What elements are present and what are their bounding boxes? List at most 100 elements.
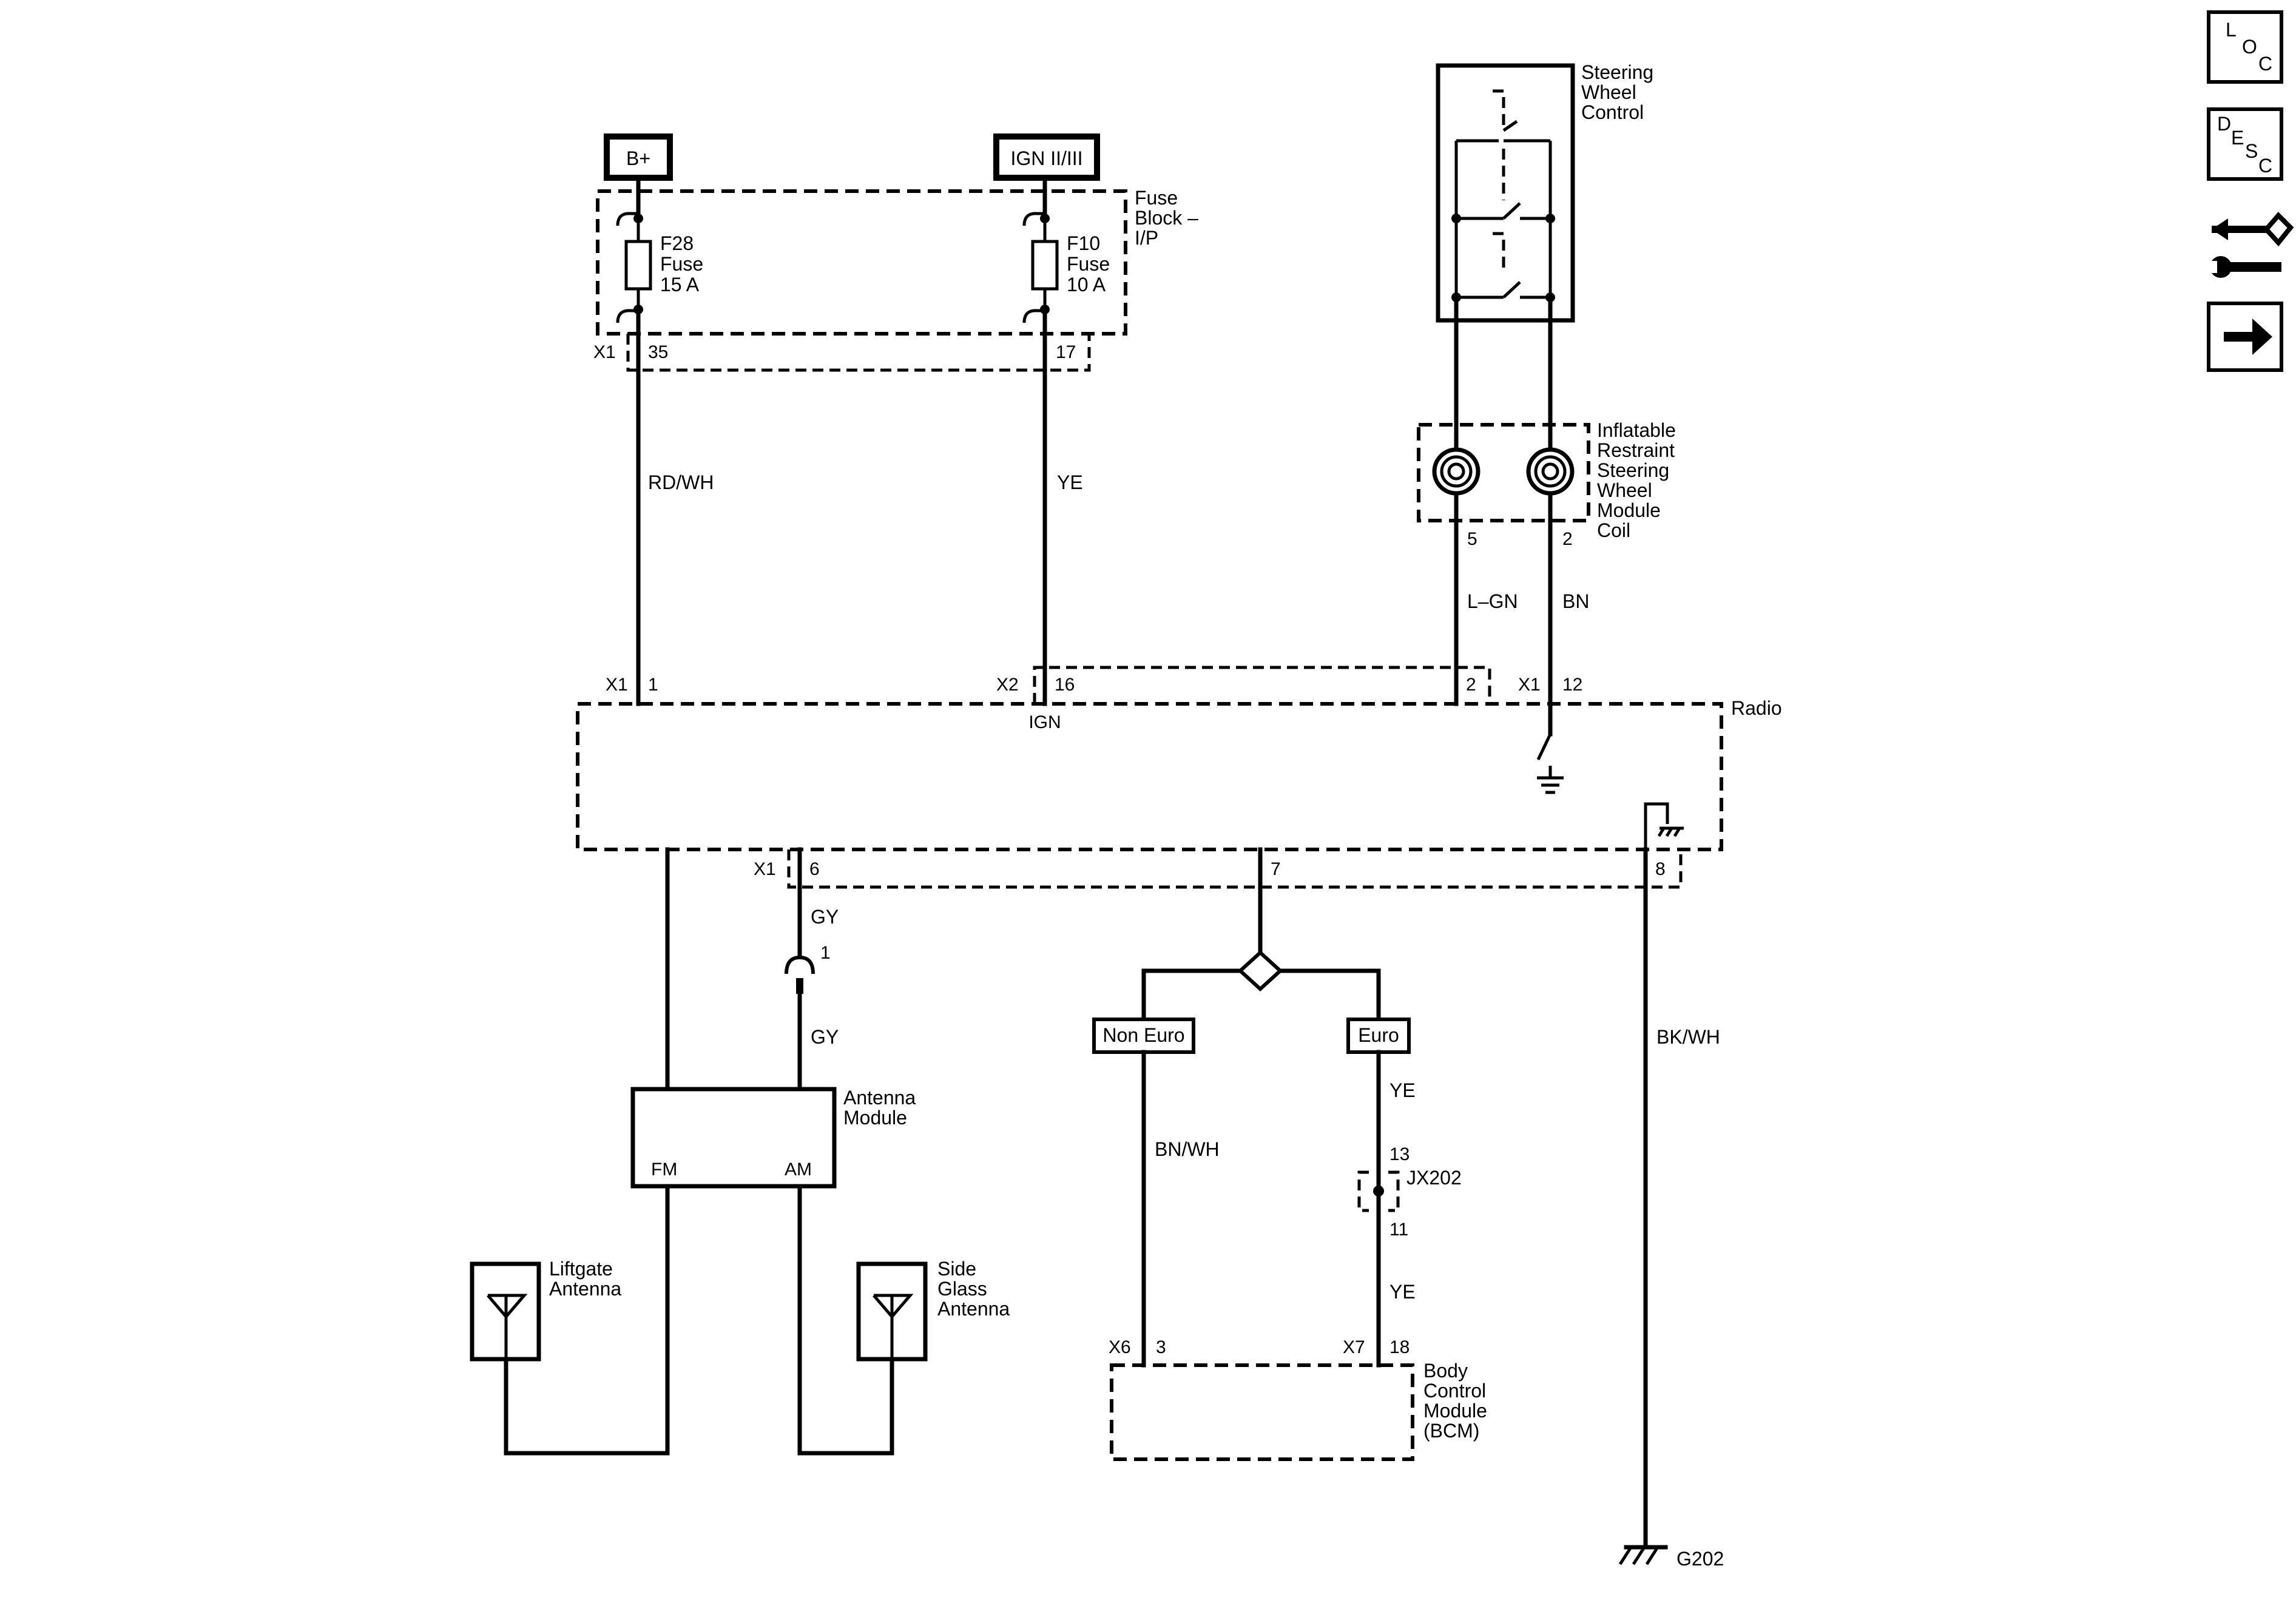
radio-ign-label: IGN (1028, 712, 1061, 732)
wire-label-bn: BN (1562, 590, 1589, 612)
antenna-module: Antenna Module FM AM (630, 1087, 916, 1189)
b-plus-source: B+ (604, 133, 673, 181)
ground-name: G202 (1676, 1548, 1724, 1570)
bcm-name-4: (BCM) (1423, 1420, 1479, 1442)
fuse-block-connector: X1 (593, 342, 616, 362)
sir-name-5: Module (1597, 499, 1661, 521)
swc-name-2: Wheel (1581, 81, 1636, 103)
radio-pin-x1-conn: X1 (606, 675, 628, 695)
loc-button[interactable]: L O C (2207, 10, 2283, 84)
wire-label-gy-top: GY (811, 906, 839, 928)
radio-pin-7: 7 (1271, 859, 1281, 879)
wire-label-rd-wh: RD/WH (648, 471, 714, 493)
sir-name-1: Inflatable (1597, 419, 1676, 441)
side-glass-antenna-name-3: Antenna (937, 1298, 1010, 1320)
radio-bottom-conn: X1 (754, 859, 776, 879)
loc-letter-c: C (2258, 53, 2272, 75)
f28-pin: 35 (648, 342, 668, 362)
option-euro: Euro (1346, 1018, 1411, 1054)
fuse-f28: F28 Fuse 15 A 35 (616, 175, 703, 706)
bcm-name-3: Module (1423, 1400, 1487, 1422)
antenna-module-name-1: Antenna (843, 1087, 916, 1109)
radio-pin-8: 8 (1655, 859, 1666, 879)
swc-name-1: Steering (1581, 61, 1653, 83)
bcm-x6-conn: X6 (1109, 1337, 1131, 1357)
radio-pin-x1-conn-2: X1 (1518, 675, 1541, 695)
loc-letter-l: L (2226, 19, 2237, 41)
side-glass-antenna: Side Glass Antenna (797, 1184, 1010, 1456)
option-non-euro: Non Euro (1092, 1018, 1195, 1054)
inline-connector-pin: 1 (820, 943, 831, 963)
wire-label-ye-euro-top: YE (1389, 1079, 1416, 1101)
fuse-block-name-3: I/P (1135, 227, 1158, 249)
fuse-block-name-2: Block – (1135, 207, 1198, 229)
liftgate-antenna: Liftgate Antenna (470, 1184, 670, 1456)
radio-pin-6: 6 (809, 859, 820, 879)
fuse-f10: F10 Fuse 10 A 17 (1022, 175, 1110, 706)
sir-coil: Inflatable Restraint Steering Wheel Modu… (1417, 419, 1676, 706)
wire-label-l-gn: L–GN (1467, 590, 1518, 612)
loc-letter-o: O (2242, 36, 2257, 58)
option-diamond (1237, 950, 1283, 992)
desc-letter-c: C (2258, 155, 2272, 177)
sir-pin-2: 2 (1562, 529, 1573, 549)
sir-name-2: Restraint (1597, 439, 1675, 461)
sir-pin-5: 5 (1467, 529, 1477, 549)
radio-pin-16: 16 (1055, 675, 1075, 695)
bcm-name-1: Body (1423, 1360, 1468, 1382)
antenna-module-am: AM (785, 1160, 812, 1180)
next-arrow-icon[interactable] (2207, 302, 2283, 372)
f10-type: Fuse (1067, 253, 1110, 275)
side-glass-antenna-name-2: Glass (937, 1278, 987, 1300)
sir-name-6: Coil (1597, 519, 1630, 541)
bcm-pin-18: 18 (1389, 1337, 1410, 1357)
ground-g202: G202 (1618, 1545, 1724, 1570)
bcm: X6 3 X7 18 Body Control Module (BCM) (1109, 1337, 1487, 1461)
f10-pin: 17 (1056, 342, 1076, 362)
desc-button[interactable]: D E S C (2207, 107, 2283, 181)
radio-name: Radio (1731, 697, 1782, 719)
b-plus-label: B+ (626, 147, 650, 169)
radio-pin-2: 2 (1466, 675, 1476, 695)
splice-jx202: 13 JX202 11 (1357, 1144, 1462, 1240)
splice-pin-13: 13 (1389, 1144, 1410, 1164)
bcm-pin-3: 3 (1156, 1337, 1166, 1357)
bcm-name-2: Control (1423, 1380, 1486, 1402)
f28-name: F28 (660, 232, 694, 254)
f28-type: Fuse (660, 253, 703, 275)
radio: Radio IGN X1 1 X2 16 2 X1 12 X1 6 7 8 (576, 666, 1782, 889)
desc-letter-s: S (2245, 140, 2258, 162)
connector-repair-icon[interactable] (2209, 212, 2294, 278)
swc-name-3: Control (1581, 101, 1644, 123)
splice-pin-11: 11 (1389, 1220, 1408, 1240)
fuse-block-name-1: Fuse (1135, 187, 1178, 209)
ign-label: IGN II/III (1010, 147, 1082, 169)
f10-name: F10 (1067, 232, 1100, 254)
radio-pin-1: 1 (648, 675, 658, 695)
wire-label-ye-euro-bottom: YE (1389, 1281, 1416, 1303)
wire-label-ye: YE (1057, 471, 1083, 493)
steering-wheel-control: Steering Wheel Control (1436, 61, 1653, 451)
f28-rating: 15 A (660, 274, 700, 295)
f10-rating: 10 A (1067, 274, 1106, 295)
desc-letter-e: E (2231, 127, 2244, 149)
antenna-module-name-2: Module (843, 1107, 907, 1129)
inline-connector-1: 1 (785, 943, 831, 994)
side-glass-antenna-name-1: Side (937, 1258, 976, 1280)
option-non-euro-label: Non Euro (1102, 1024, 1184, 1046)
desc-letter-d: D (2217, 113, 2231, 135)
option-euro-label: Euro (1358, 1024, 1399, 1046)
sir-name-4: Wheel (1597, 479, 1652, 501)
splice-name: JX202 (1406, 1167, 1462, 1189)
sir-name-3: Steering (1597, 459, 1669, 481)
liftgate-antenna-name-2: Antenna (549, 1278, 621, 1300)
wire-label-bn-wh: BN/WH (1155, 1138, 1220, 1160)
wire-label-gy-bottom: GY (811, 1026, 839, 1048)
ign-source: IGN II/III (993, 133, 1100, 181)
bcm-x7-conn: X7 (1343, 1337, 1365, 1357)
wire-label-bk-wh: BK/WH (1656, 1026, 1720, 1048)
radio-pin-12: 12 (1562, 675, 1582, 695)
fuse-block: Fuse Block – I/P X1 (593, 187, 1198, 372)
radio-pin-x2-conn: X2 (996, 675, 1019, 695)
